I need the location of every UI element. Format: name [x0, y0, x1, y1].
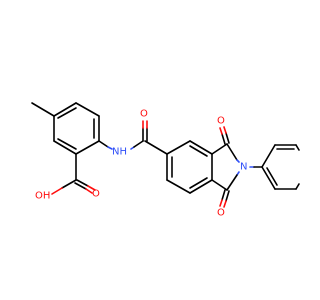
imide-bottom-o-label: O [217, 208, 225, 219]
nh-label: NH [112, 147, 127, 158]
amide-carbonyl-o-label: O [140, 109, 148, 120]
imide-top-o-label: O [217, 116, 225, 127]
left-benzene-ring [53, 102, 100, 155]
acid-carbonyl-o-label: O [92, 189, 100, 200]
imide-ring [211, 126, 263, 208]
methyl-bond [31, 102, 55, 117]
isoindole-benzene-ring [166, 140, 213, 194]
molecule-structure-diagram: NH OH O O O O N [31, 102, 300, 219]
amide-linkage [98, 120, 168, 155]
oh-label: OH [35, 191, 50, 202]
methoxyphenyl-ring [261, 144, 300, 190]
imide-n-label: N [240, 162, 247, 173]
carboxylic-acid-group [51, 153, 96, 195]
